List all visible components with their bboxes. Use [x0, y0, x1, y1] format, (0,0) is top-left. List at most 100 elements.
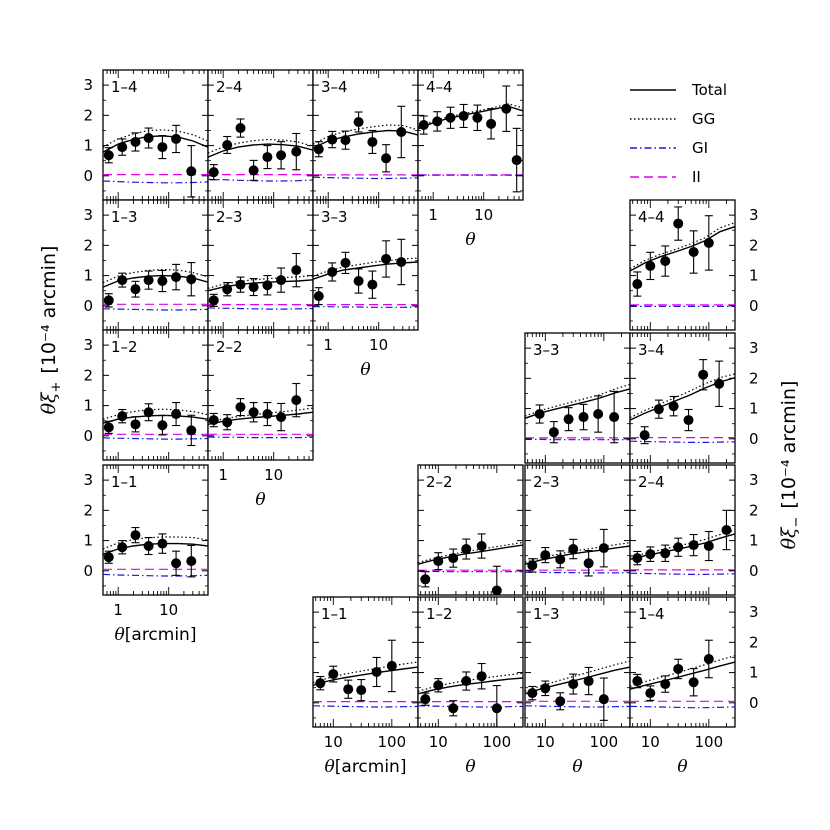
- y-tick-label: 3: [749, 471, 759, 489]
- legend-entry-gg: GG: [630, 110, 715, 128]
- data-point: [328, 669, 339, 680]
- data-point: [367, 136, 378, 147]
- data-point: [645, 688, 656, 699]
- y-tick-label: 3: [83, 206, 93, 224]
- panel-frame: [102, 464, 209, 596]
- data-point: [645, 549, 656, 560]
- data-point: [609, 412, 620, 423]
- data-point: [208, 415, 219, 426]
- data-point: [117, 411, 128, 422]
- panel-label: 2–3: [533, 473, 560, 491]
- panel-label: 1–1: [111, 473, 138, 491]
- panel-label: 2–4: [638, 473, 665, 491]
- panel-label: 2–4: [216, 78, 243, 96]
- series-total-line: [208, 143, 313, 158]
- data-point: [356, 685, 367, 696]
- data-point: [527, 560, 538, 571]
- series-gi-line: [313, 306, 418, 308]
- panel-label: 2–3: [216, 208, 243, 226]
- data-point: [117, 542, 128, 553]
- y-tick-label: 3: [749, 603, 759, 621]
- y-tick-label: 2: [83, 366, 93, 384]
- data-point: [688, 540, 699, 551]
- y-tick-label: 0: [749, 297, 759, 315]
- series-gi-line: [103, 180, 208, 184]
- data-point: [208, 167, 219, 178]
- x-tick-label: 100: [590, 733, 619, 751]
- data-point: [117, 142, 128, 153]
- data-point: [143, 275, 154, 286]
- data-point: [186, 274, 197, 285]
- panel-label: 2–2: [216, 338, 243, 356]
- data-point: [371, 666, 382, 677]
- x-tick-label: 10: [429, 733, 448, 751]
- panel-label: 1–4: [638, 605, 665, 623]
- panel-frame: [417, 596, 524, 728]
- data-point: [248, 165, 259, 176]
- y-tick-label: 0: [749, 430, 759, 448]
- axis-labels-layer: θξ+[10⁻⁴ arcmin] θξ−[10⁻⁴ arcmin]: [38, 246, 804, 550]
- y-tick-label: 2: [83, 236, 93, 254]
- data-point: [653, 404, 664, 415]
- y-tick-label: 3: [83, 471, 93, 489]
- data-point: [714, 378, 725, 389]
- panel-frame: [629, 596, 736, 728]
- data-point: [583, 676, 594, 687]
- panel-frame: [417, 464, 524, 596]
- legend-label: Total: [691, 81, 727, 99]
- data-point: [235, 123, 246, 134]
- data-point: [103, 150, 114, 161]
- y-axis-label-xi-plus: θξ+[10⁻⁴ arcmin]: [38, 246, 64, 415]
- data-point: [563, 414, 574, 425]
- y-tick-label: 3: [749, 206, 759, 224]
- series-gi-line: [103, 437, 208, 440]
- legend-label: GI: [692, 139, 708, 157]
- data-point: [683, 415, 694, 426]
- panel-label: 1–2: [111, 338, 138, 356]
- data-point: [222, 417, 233, 428]
- series-total-line: [313, 666, 418, 686]
- y-tick-label: 2: [749, 369, 759, 387]
- x-tick-label: 10: [474, 206, 493, 224]
- y-tick-label: 0: [749, 562, 759, 580]
- data-point: [130, 530, 141, 541]
- data-point: [698, 369, 709, 380]
- data-point: [396, 126, 407, 137]
- panel-label: 1–3: [111, 208, 138, 226]
- data-point: [343, 684, 354, 695]
- series-gi-line: [525, 705, 630, 708]
- y-tick-label: 0: [749, 694, 759, 712]
- data-point: [458, 110, 469, 121]
- data-point: [540, 683, 551, 694]
- panel-label: 3–3: [533, 341, 560, 359]
- data-point: [578, 412, 589, 423]
- y-axis-label-xi-minus: θξ−[10⁻⁴ arcmin]: [778, 381, 804, 550]
- series-gi-line: [418, 705, 523, 708]
- legend-label: GG: [692, 110, 715, 128]
- data-point: [353, 276, 364, 287]
- y-tick-label: 1: [83, 397, 93, 415]
- x-tick-label: 10: [324, 733, 343, 751]
- data-point: [396, 256, 407, 267]
- data-point: [632, 279, 643, 290]
- y-tick-label: 0: [83, 297, 93, 315]
- data-point: [448, 553, 459, 564]
- data-point: [291, 146, 302, 157]
- data-point: [103, 552, 114, 563]
- data-point: [291, 395, 302, 406]
- data-point: [222, 139, 233, 150]
- data-point: [291, 265, 302, 276]
- x-tick-label: 10: [159, 601, 178, 619]
- data-point: [381, 153, 392, 164]
- y-tick-label: 1: [749, 664, 759, 682]
- y-tick-label: 2: [749, 236, 759, 254]
- series-gi-line: [103, 573, 208, 577]
- data-point: [171, 133, 182, 144]
